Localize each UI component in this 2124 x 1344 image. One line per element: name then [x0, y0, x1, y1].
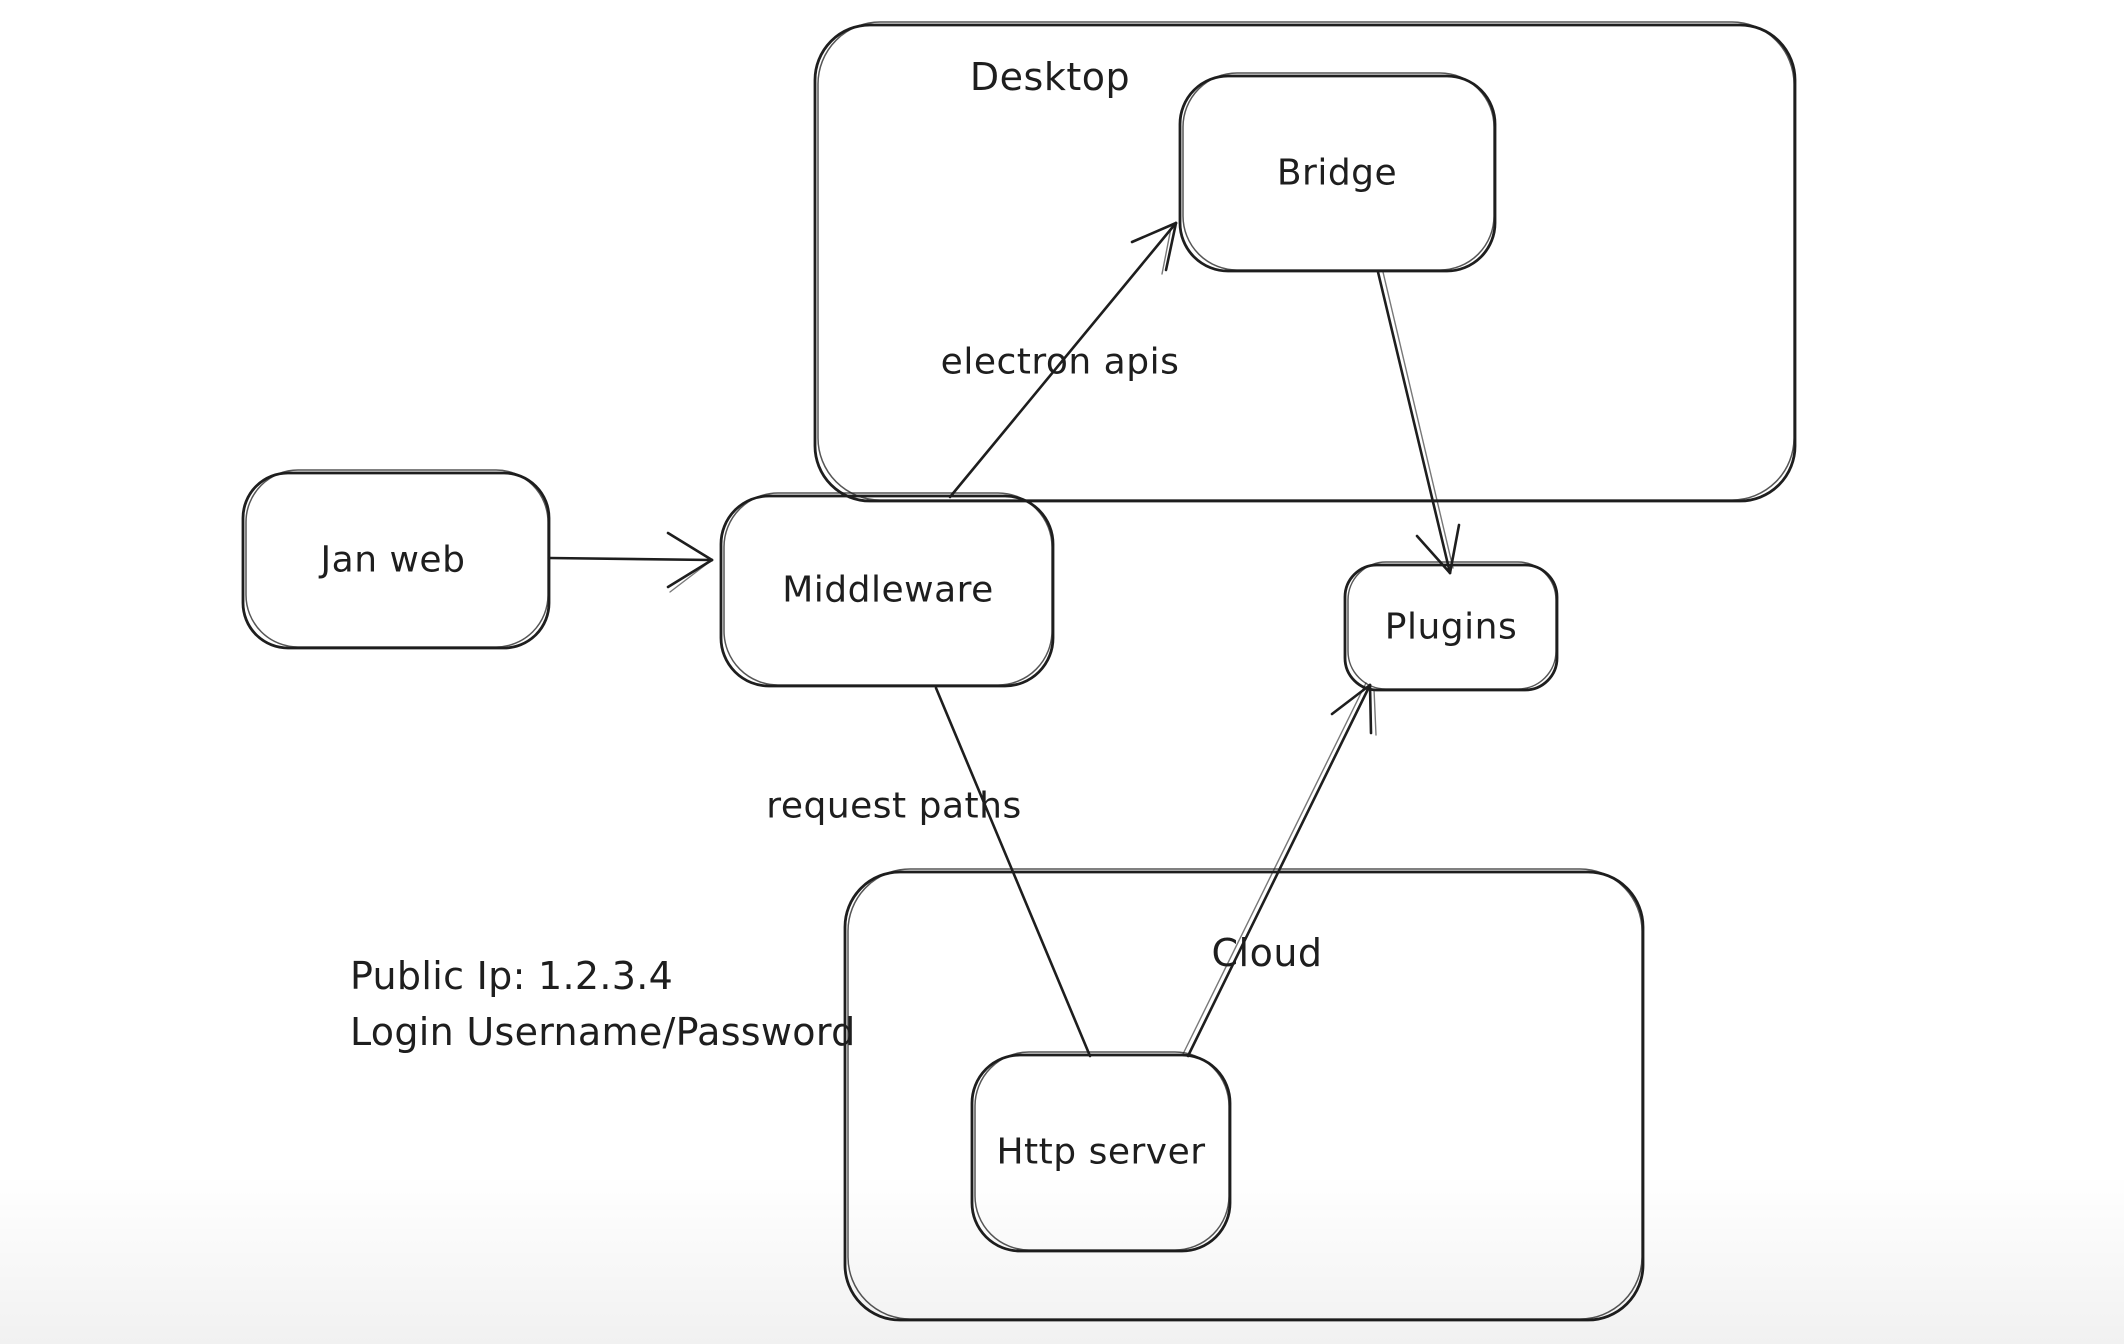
edge-label-electron-apis[interactable]: electron apis	[940, 341, 1180, 383]
edge-label-request-paths[interactable]: request paths	[766, 785, 1022, 827]
node-http-server-shape[interactable]	[970, 1051, 1232, 1253]
node-bridge-label[interactable]: Bridge	[1276, 152, 1398, 194]
desktop-container-label[interactable]: Desktop	[969, 55, 1131, 99]
annotation-login-line: Login Username/Password	[350, 1010, 856, 1054]
node-bridge-shape[interactable]	[1178, 72, 1497, 273]
edge-bridge-to-plugins[interactable]	[1376, 270, 1461, 575]
annotation-credentials[interactable]: Public Ip: 1.2.3.4 Login Username/Passwo…	[350, 948, 856, 1060]
annotation-public-ip-line: Public Ip: 1.2.3.4	[350, 954, 674, 998]
node-middleware-shape[interactable]	[719, 492, 1055, 688]
node-http-server-label[interactable]: Http server	[996, 1131, 1206, 1173]
edge-middleware-to-bridge[interactable]	[948, 221, 1178, 499]
node-middleware-label[interactable]: Middleware	[782, 569, 994, 611]
node-plugins-label[interactable]: Plugins	[1384, 606, 1518, 648]
desktop-container-shape[interactable]	[813, 21, 1797, 503]
node-jan-web-label[interactable]: Jan web	[320, 539, 466, 581]
cloud-container-shape[interactable]	[843, 868, 1645, 1322]
cloud-container-label[interactable]: Cloud	[1211, 931, 1323, 975]
edge-http-server-to-plugins[interactable]	[1182, 682, 1377, 1058]
edge-middleware-to-http-server[interactable]	[934, 686, 1092, 1058]
edge-jan-web-to-middleware[interactable]	[547, 531, 714, 593]
